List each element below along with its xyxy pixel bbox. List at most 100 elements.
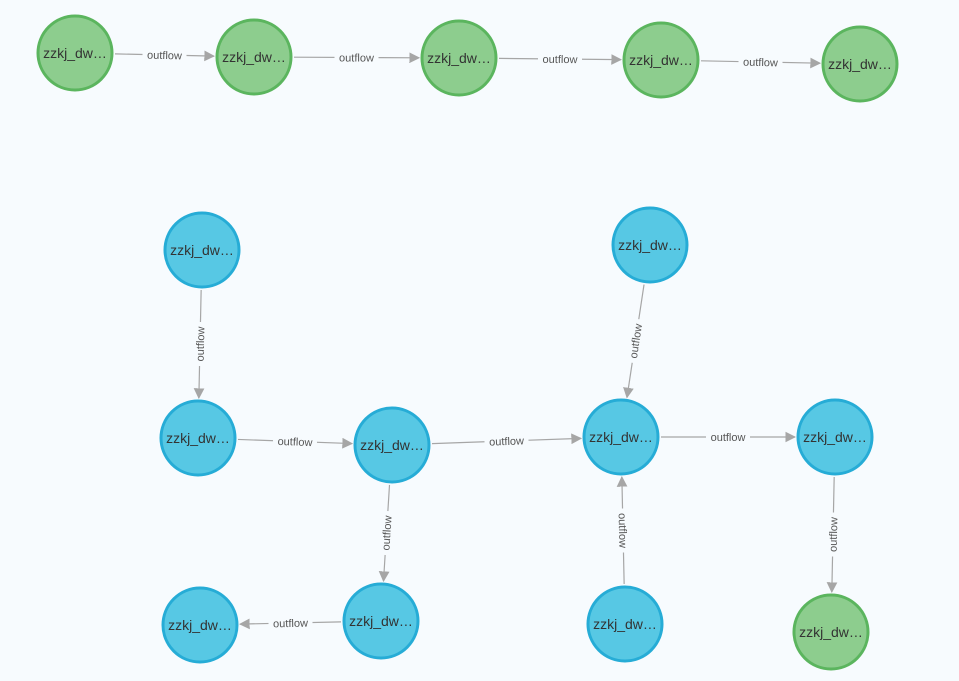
edge-label-background (191, 321, 208, 367)
edge-label-background (537, 50, 583, 67)
node-label: zzkj_dw… (799, 624, 863, 640)
edge-label-background (334, 49, 379, 65)
edge-b2-b3[interactable]: outflow (237, 432, 354, 450)
node-label: zzkj_dw… (168, 617, 232, 633)
node-b3[interactable]: zzkj_dw… (353, 406, 431, 484)
edge-label-group: outflow (191, 321, 208, 367)
node-circle[interactable] (586, 585, 664, 663)
edge-label-group: outflow (615, 508, 632, 553)
edge-label: outflow (273, 618, 308, 631)
node-label: zzkj_dw… (349, 613, 413, 629)
node-b1[interactable]: zzkj_dw… (163, 211, 241, 289)
node-b7[interactable]: zzkj_dw… (611, 206, 689, 284)
edge-label: outflow (195, 326, 208, 361)
node-label: zzkj_dw… (360, 437, 424, 453)
edge-b1-b2[interactable]: outflow (191, 289, 208, 400)
node-circle[interactable] (792, 593, 870, 671)
edge-label-background (824, 512, 841, 557)
edge-label: outflow (828, 517, 841, 552)
node-circle[interactable] (36, 14, 114, 92)
edge-label: outflow (147, 50, 182, 63)
node-g2[interactable]: zzkj_dw… (215, 18, 293, 96)
node-circle[interactable] (215, 18, 293, 96)
node-b5[interactable]: zzkj_dw… (161, 586, 239, 664)
node-label: zzkj_dw… (629, 52, 693, 68)
node-label: zzkj_dw… (43, 45, 107, 61)
node-g5[interactable]: zzkj_dw… (821, 25, 899, 103)
edge-label-group: outflow (142, 46, 187, 63)
edge-label-background (484, 432, 529, 449)
edge-b8-b4[interactable]: outflow (615, 475, 632, 585)
edge-b6-b5[interactable]: outflow (238, 614, 342, 631)
edge-label: outflow (628, 323, 645, 359)
edge-label: outflow (616, 513, 629, 548)
node-label: zzkj_dw… (427, 50, 491, 66)
edge-label-group: outflow (824, 512, 841, 557)
node-b2[interactable]: zzkj_dw… (159, 399, 237, 477)
edge-g4-g5[interactable]: outflow (700, 53, 822, 70)
edge-label-background (706, 429, 750, 444)
edge-label-background (268, 614, 313, 631)
edge-label-group: outflow (272, 432, 318, 450)
node-g4[interactable]: zzkj_dw… (622, 21, 700, 99)
node-b9[interactable]: zzkj_dw… (796, 398, 874, 476)
node-label: zzkj_dw… (170, 242, 234, 258)
node-g3[interactable]: zzkj_dw… (420, 19, 498, 97)
node-g1[interactable]: zzkj_dw… (36, 14, 114, 92)
edge-label-group: outflow (334, 49, 379, 65)
edge-b3-b4[interactable]: outflow (431, 432, 583, 449)
edge-label: outflow (277, 436, 312, 449)
edge-label-group: outflow (706, 429, 750, 444)
edge-label-group: outflow (484, 432, 529, 449)
node-label: zzkj_dw… (828, 56, 892, 72)
node-g6[interactable]: zzkj_dw… (792, 593, 870, 671)
edge-label-group: outflow (377, 510, 395, 556)
edge-label-group: outflow (738, 53, 783, 70)
node-circle[interactable] (582, 398, 660, 476)
edge-label: outflow (339, 52, 374, 64)
node-circle[interactable] (163, 211, 241, 289)
edge-label: outflow (711, 432, 746, 444)
edge-label: outflow (743, 57, 778, 70)
node-circle[interactable] (611, 206, 689, 284)
node-circle[interactable] (353, 406, 431, 484)
edges-layer: outflow outflow outflow outflow outflow outfl… (114, 46, 841, 631)
edge-b7-b4[interactable]: outflow (623, 284, 646, 399)
edge-label-background (272, 432, 318, 450)
node-circle[interactable] (821, 25, 899, 103)
edge-label-background (738, 53, 783, 70)
edge-g2-g3[interactable]: outflow (293, 49, 421, 65)
node-circle[interactable] (622, 21, 700, 99)
nodes-layer: zzkj_dw… zzkj_dw… zzkj_dw… zzkj_dw… zzkj_dw…… (36, 14, 899, 671)
edge-label-background (377, 510, 395, 556)
node-b8[interactable]: zzkj_dw… (586, 585, 664, 663)
edge-b4-b9[interactable]: outflow (661, 429, 797, 444)
node-label: zzkj_dw… (589, 429, 653, 445)
node-label: zzkj_dw… (166, 430, 230, 446)
node-circle[interactable] (159, 399, 237, 477)
node-label: zzkj_dw… (803, 429, 867, 445)
edge-label-group: outflow (624, 318, 646, 364)
node-circle[interactable] (342, 582, 420, 660)
edge-label-group: outflow (268, 614, 313, 631)
edge-label-background (142, 46, 187, 63)
edge-b9-g6[interactable]: outflow (824, 476, 841, 594)
node-circle[interactable] (161, 586, 239, 664)
edge-label-background (615, 508, 632, 553)
edge-label: outflow (489, 435, 524, 448)
node-label: zzkj_dw… (222, 49, 286, 65)
node-label: zzkj_dw… (593, 616, 657, 632)
edge-b3-b6[interactable]: outflow (377, 484, 395, 583)
edge-g1-g2[interactable]: outflow (114, 46, 216, 63)
edge-label: outflow (543, 54, 578, 66)
edge-label: outflow (380, 515, 394, 551)
node-label: zzkj_dw… (618, 237, 682, 253)
node-b6[interactable]: zzkj_dw… (342, 582, 420, 660)
edge-label-background (624, 318, 646, 364)
node-circle[interactable] (796, 398, 874, 476)
node-b4[interactable]: zzkj_dw… (582, 398, 660, 476)
node-circle[interactable] (420, 19, 498, 97)
edge-label-group: outflow (537, 50, 583, 67)
edge-g3-g4[interactable]: outflow (498, 50, 623, 67)
